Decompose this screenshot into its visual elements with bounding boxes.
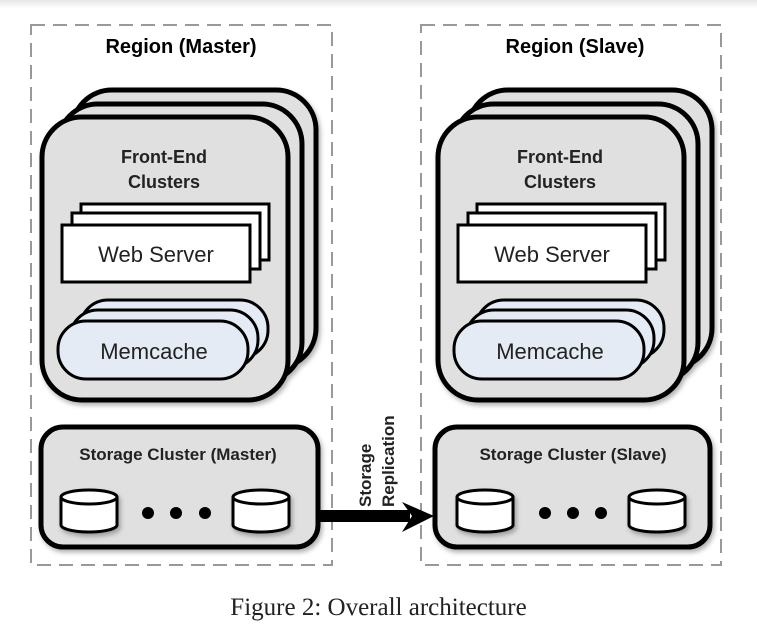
frontend-label-line1: Front-End (121, 147, 207, 167)
region-slave-border (420, 24, 722, 566)
webserver-label: Web Server (98, 242, 214, 267)
memcache-label: Memcache (496, 339, 604, 364)
ellipsis-dot (539, 507, 551, 519)
memcache-box (452, 319, 646, 381)
database-icon (59, 488, 119, 534)
webserver-stack (60, 202, 271, 284)
webserver-box (60, 223, 252, 284)
replication-label-line2: Replication (379, 415, 398, 507)
ellipsis-dot (170, 507, 182, 519)
database-icon (231, 488, 291, 534)
replication-arrow (318, 502, 434, 532)
region-master: Region (Master) Front-End Clusters Web S… (30, 24, 333, 566)
region-master-title: Region (Master) (105, 36, 256, 58)
memcache-stack (56, 298, 270, 381)
frontend-label-line2: Clusters (524, 172, 596, 192)
figure-caption: Figure 2: Overall architecture (230, 594, 527, 621)
ellipsis-dot (595, 507, 607, 519)
frontend-label-line1: Front-End (517, 147, 603, 167)
memcache-stack (452, 298, 666, 381)
region-slave-title: Region (Slave) (506, 36, 645, 58)
webserver-label: Web Server (494, 242, 610, 267)
ellipsis-dot (199, 507, 211, 519)
database-icon (627, 488, 687, 534)
region-slave: Region (Slave) Front-End Clusters Web Se… (420, 24, 722, 566)
storage-cluster-label: Storage Cluster (Slave) (479, 445, 666, 464)
webserver-box (456, 223, 648, 284)
memcache-box (56, 319, 250, 381)
database-icon (455, 488, 515, 534)
replication-label-line1: Storage (356, 444, 375, 507)
top-shadow (0, 0, 757, 8)
ellipsis-dot (142, 507, 154, 519)
ellipsis-dot (567, 507, 579, 519)
memcache-label: Memcache (100, 339, 208, 364)
frontend-label-line2: Clusters (128, 172, 200, 192)
webserver-stack (456, 202, 667, 284)
storage-cluster-label: Storage Cluster (Master) (79, 445, 276, 464)
region-master-border (30, 24, 333, 566)
